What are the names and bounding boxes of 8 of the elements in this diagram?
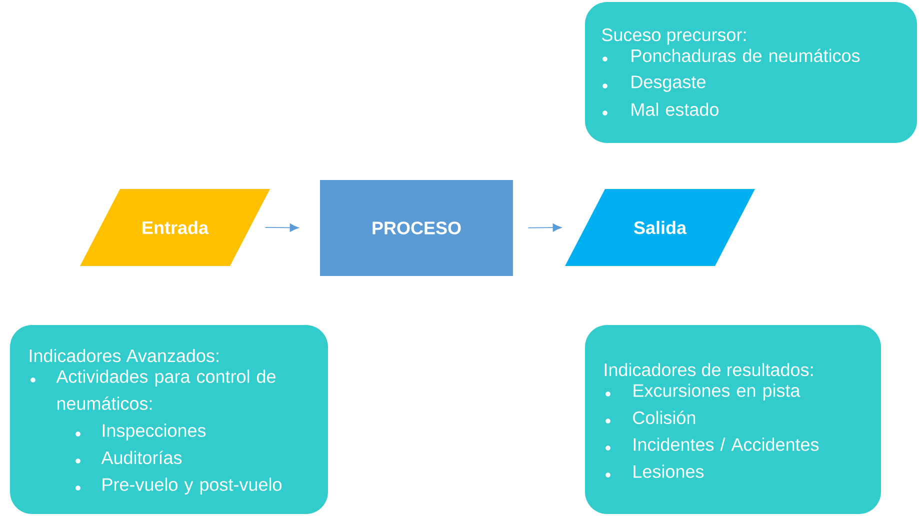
arrow <box>264 224 299 232</box>
text-box: Indicadores Avanzados: Actividades para control de neumáticos: Inspecciones Auditorías Pre-vuelo y post-vuelo <box>10 325 328 514</box>
arrow <box>528 224 562 232</box>
text-box: Indicadores de resultados: Excursiones en pista Colisión Incidentes / Accidentes Lesiones <box>585 325 881 514</box>
text-box: Suceso precursor: Ponchaduras de neumáticos Desgaste Mal estado <box>585 2 917 143</box>
data-parallelogram: Salida <box>565 189 755 266</box>
process-box: PROCESO <box>320 180 513 276</box>
data-parallelogram: Entrada <box>80 189 270 266</box>
